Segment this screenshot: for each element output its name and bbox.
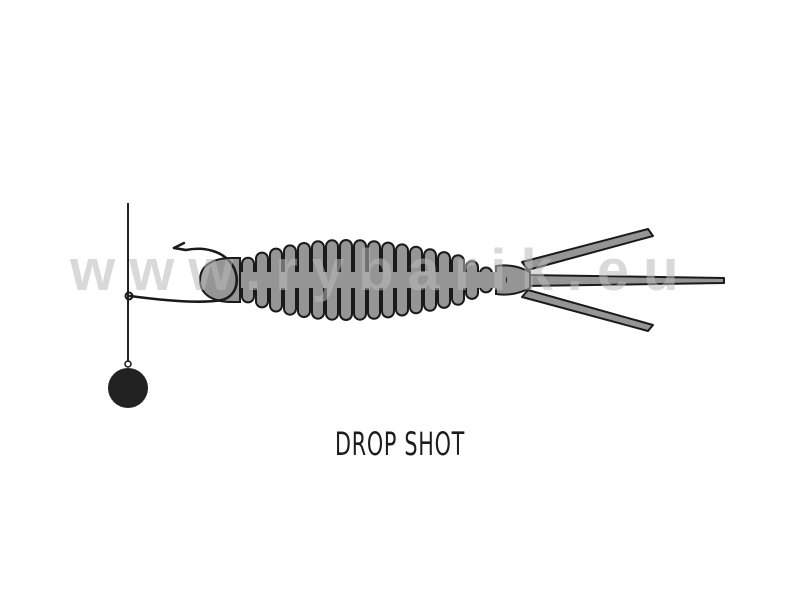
hook-shank <box>128 246 238 303</box>
soft-plastic-worm-icon <box>198 228 725 332</box>
bait-ribs <box>227 239 507 321</box>
rig-caption: DROP SHOT <box>335 425 465 463</box>
hook-barb <box>172 241 186 250</box>
bait-core <box>230 272 506 288</box>
bait-head <box>198 257 241 303</box>
fishing-hook-icon <box>124 241 238 303</box>
tail-fin-bottom <box>521 289 654 332</box>
swivel-ring <box>124 360 132 368</box>
hook-eye <box>124 291 134 301</box>
tail-fin-middle <box>523 274 725 287</box>
tail-fin-top <box>521 228 654 271</box>
drop-shot-sinker-icon <box>108 368 148 408</box>
